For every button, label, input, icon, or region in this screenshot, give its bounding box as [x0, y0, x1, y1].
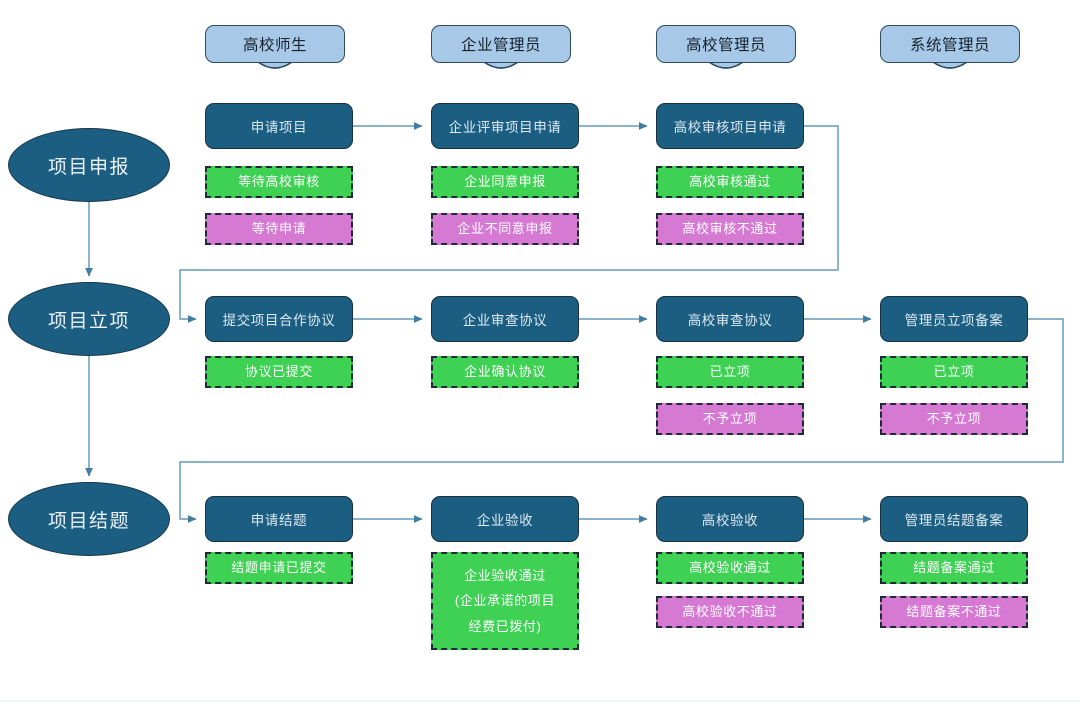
stage-label: 项目立项	[47, 310, 130, 332]
status-chip-r2s3c2[interactable]: 不予立项	[656, 403, 804, 435]
stage-ellipse-closure[interactable]: 项目结题	[8, 482, 170, 556]
process-title: 企业审查协议	[462, 313, 548, 328]
status-chip-label: 企业验收通过 (企业承诺的项目 经费已拨付)	[454, 567, 556, 634]
status-chip-r2s4c2[interactable]: 不予立项	[880, 403, 1028, 435]
process-box-r2s3[interactable]: 高校审查协议	[656, 296, 804, 342]
status-chip-label: 已立项	[709, 363, 751, 379]
status-chip-label: 企业不同意申报	[457, 220, 553, 236]
process-box-r3s4[interactable]: 管理员结题备案	[880, 496, 1028, 542]
status-chip-label: 已立项	[933, 363, 975, 379]
process-title: 高校审核项目申请	[673, 120, 787, 135]
status-chip-r1s3c2[interactable]: 高校审核不通过	[656, 213, 804, 245]
status-chip-r2s3c1[interactable]: 已立项	[656, 356, 804, 388]
stage-ellipse-declaration[interactable]: 项目申报	[8, 128, 170, 202]
status-chip-label: 企业同意申报	[464, 173, 546, 189]
process-title: 企业评审项目申请	[448, 120, 562, 135]
status-chip-label: 不予立项	[702, 410, 758, 426]
status-chip-label: 高校审核通过	[689, 173, 771, 189]
status-chip-r3s3c2[interactable]: 高校验收不通过	[656, 596, 804, 628]
status-chip-r3s2c1[interactable]: 企业验收通过 (企业承诺的项目 经费已拨付)	[431, 552, 579, 650]
status-chip-r1s2c1[interactable]: 企业同意申报	[431, 166, 579, 198]
process-title: 申请结题	[250, 513, 308, 528]
process-title: 提交项目合作协议	[222, 313, 336, 328]
status-chip-label: 企业确认协议	[464, 363, 546, 379]
status-chip-r2s4c1[interactable]: 已立项	[880, 356, 1028, 388]
status-chip-label: 不予立项	[926, 410, 982, 426]
status-chip-r1s1c2[interactable]: 等待申请	[205, 213, 353, 245]
status-chip-label: 结题备案通过	[913, 559, 995, 575]
process-title: 管理员结题备案	[904, 513, 1004, 528]
role-badge-label: 高校师生	[242, 37, 307, 54]
process-box-r2s1[interactable]: 提交项目合作协议	[205, 296, 353, 342]
process-box-r2s4[interactable]: 管理员立项备案	[880, 296, 1028, 342]
process-title: 高校验收	[701, 513, 759, 528]
status-chip-r2s1c1[interactable]: 协议已提交	[205, 356, 353, 388]
process-title: 企业验收	[476, 513, 534, 528]
process-title: 管理员立项备案	[904, 313, 1004, 328]
process-title: 申请项目	[250, 120, 308, 135]
status-chip-r3s4c2[interactable]: 结题备案不通过	[880, 596, 1028, 628]
role-badge-2[interactable]: 高校管理员	[656, 25, 796, 63]
process-box-r3s1[interactable]: 申请结题	[205, 496, 353, 542]
status-chip-label: 结题备案不通过	[906, 603, 1002, 619]
role-badge-3[interactable]: 系统管理员	[880, 25, 1020, 63]
status-chip-label: 等待高校审核	[238, 173, 320, 189]
status-chip-r1s1c1[interactable]: 等待高校审核	[205, 166, 353, 198]
process-box-r1s2[interactable]: 企业评审项目申请	[431, 103, 579, 149]
stage-ellipse-approval[interactable]: 项目立项	[8, 282, 170, 356]
role-badge-label: 企业管理员	[460, 37, 541, 54]
role-badge-0[interactable]: 高校师生	[205, 25, 345, 63]
status-chip-r1s2c2[interactable]: 企业不同意申报	[431, 213, 579, 245]
process-box-r2s2[interactable]: 企业审查协议	[431, 296, 579, 342]
status-chip-label: 结题申请已提交	[231, 559, 327, 575]
status-chip-label: 高校验收不通过	[682, 603, 778, 619]
status-chip-label: 高校审核不通过	[682, 220, 778, 236]
status-chip-label: 协议已提交	[244, 363, 313, 379]
status-chip-r2s2c1[interactable]: 企业确认协议	[431, 356, 579, 388]
process-box-r1s3[interactable]: 高校审核项目申请	[656, 103, 804, 149]
process-box-r3s2[interactable]: 企业验收	[431, 496, 579, 542]
status-chip-r3s3c1[interactable]: 高校验收通过	[656, 552, 804, 584]
status-chip-r3s1c1[interactable]: 结题申请已提交	[205, 552, 353, 584]
role-badge-label: 系统管理员	[909, 37, 990, 54]
process-box-r3s3[interactable]: 高校验收	[656, 496, 804, 542]
process-box-r1s1[interactable]: 申请项目	[205, 103, 353, 149]
process-title: 高校审查协议	[687, 313, 773, 328]
status-chip-r3s4c1[interactable]: 结题备案通过	[880, 552, 1028, 584]
status-chip-label: 等待申请	[251, 220, 307, 236]
status-chip-label: 高校验收通过	[689, 559, 771, 575]
stage-label: 项目申报	[47, 156, 130, 178]
role-badge-notches	[255, 61, 970, 69]
role-badge-1[interactable]: 企业管理员	[431, 25, 571, 63]
role-badge-label: 高校管理员	[685, 37, 766, 54]
stage-label: 项目结题	[47, 510, 130, 532]
status-chip-r1s3c1[interactable]: 高校审核通过	[656, 166, 804, 198]
